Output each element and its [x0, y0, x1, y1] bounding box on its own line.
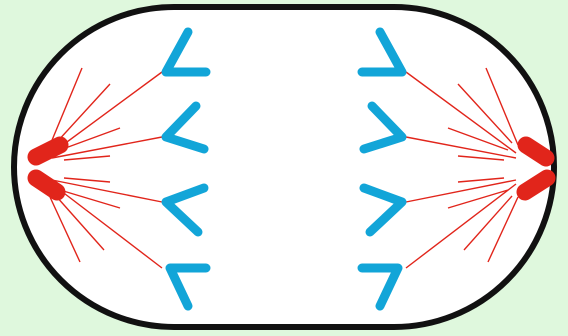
- right-astral-ray: [485, 67, 519, 146]
- left-spindle-fibers: [49, 67, 163, 269]
- left-astral-ray: [49, 196, 81, 263]
- left-kinetochore-fiber-1: [51, 71, 163, 154]
- left-centriole-upper: [27, 136, 69, 166]
- right-chromosome-2: [359, 101, 407, 154]
- right-astral-ray: [457, 83, 513, 144]
- left-astral-ray: [63, 155, 111, 161]
- right-spindle-fibers: [405, 67, 519, 269]
- left-astral-ray: [59, 127, 121, 151]
- left-centrosome: [27, 136, 69, 201]
- right-astral-ray: [447, 189, 509, 209]
- left-kinetochore-fiber-3: [51, 179, 163, 203]
- right-kinetochore-fiber-2: [405, 136, 517, 159]
- left-chromosomes: [161, 27, 211, 311]
- right-astral-ray: [447, 127, 509, 151]
- left-astral-ray: [63, 177, 111, 183]
- right-centrosome: [516, 136, 556, 201]
- left-chromosome-1: [161, 27, 211, 77]
- right-astral-ray: [463, 195, 513, 251]
- right-astral-ray: [487, 196, 519, 263]
- right-chromosomes: [357, 27, 407, 311]
- left-astral-ray: [49, 67, 83, 146]
- right-astral-ray: [457, 155, 505, 161]
- left-astral-ray: [55, 83, 111, 144]
- left-chromosome-3: [161, 183, 209, 237]
- left-chromosome-2: [161, 101, 209, 154]
- right-centriole-upper: [517, 136, 555, 167]
- right-chromosome-3: [359, 183, 407, 237]
- cell-membrane: [11, 4, 557, 330]
- left-chromosome-4: [165, 263, 211, 311]
- right-kinetochore-fiber-3: [405, 179, 517, 203]
- left-kinetochore-fiber-2: [51, 136, 163, 159]
- left-astral-ray: [59, 189, 121, 209]
- right-kinetochore-fiber-4: [405, 183, 517, 269]
- right-chromosome-1: [357, 27, 407, 77]
- left-kinetochore-fiber-4: [51, 183, 163, 269]
- right-kinetochore-fiber-1: [405, 71, 517, 154]
- right-astral-ray: [457, 177, 505, 183]
- right-chromosome-4: [357, 263, 403, 311]
- left-astral-ray: [55, 195, 105, 251]
- right-centriole-lower: [516, 169, 556, 201]
- left-centriole-lower: [27, 169, 66, 201]
